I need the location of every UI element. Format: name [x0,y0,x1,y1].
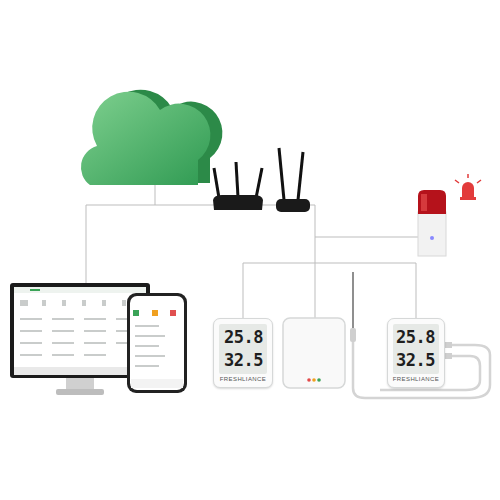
gateway-device [283,318,345,388]
alarm-rays [455,174,481,183]
alarm-led [430,236,434,240]
gateway-case [283,318,345,388]
antenna [214,168,219,198]
wire [86,185,155,283]
gateway-led [317,378,321,382]
brand-name: FRESHLIANCE [388,376,444,382]
app-icon [133,310,139,316]
probe-sensor [350,272,490,398]
antenna [256,168,262,198]
monitor-screen [14,287,146,367]
sensor-device: 25.8 32.5FRESHLIANCE [213,318,273,388]
router-body [213,195,263,210]
phone-icon [127,293,187,393]
bus-wire [243,263,416,318]
router-icon [213,148,310,212]
screen-tab [30,289,40,291]
gateway-body [276,199,310,212]
wire [315,263,316,318]
phone-list [135,325,165,367]
lcd-reading: 25.8 [396,327,435,347]
probe-handle [350,328,356,342]
gateway-led [312,378,316,382]
lcd-reading: 25.8 [224,327,263,347]
alarm-glare [421,194,427,211]
probe-plug [444,353,452,359]
phone-nav [131,379,183,388]
sensor-device: 25.8 32.5FRESHLIANCE [387,318,445,388]
alarm-symbol [460,197,476,200]
wire [315,237,316,263]
app-icon [152,310,158,316]
alarm-symbol [462,182,474,198]
phone-frame [127,293,187,393]
monitor-neck [66,378,94,390]
alarm-icon [418,174,481,256]
antenna [236,162,238,197]
screen-bar [14,287,146,293]
cloud-icon [81,90,222,185]
probe-rod [352,272,354,330]
wire [155,205,215,206]
monitor-chin [14,367,146,375]
lcd-reading: 32.5 [396,350,435,370]
brand-name: FRESHLIANCE [214,376,272,382]
antenna [279,148,284,200]
alarm-light [418,190,446,214]
gateway-led [307,378,311,382]
lcd-reading: 32.5 [224,350,263,370]
screen-widgets [20,300,138,356]
probe-plug [444,342,452,348]
alarm-base [418,212,446,256]
antenna [298,152,303,200]
monitor-foot [56,389,104,395]
cloud-shape [81,92,210,185]
phone-screen [130,296,184,390]
app-icon [170,310,176,316]
